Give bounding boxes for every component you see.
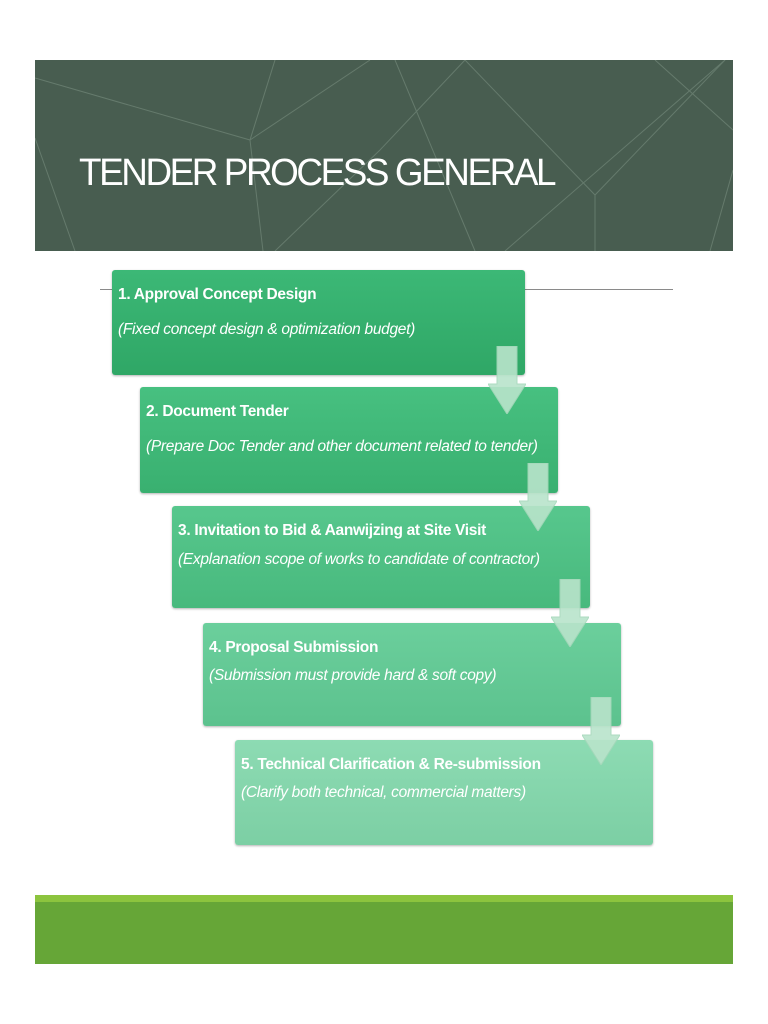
- footer-accent-stripe: [35, 895, 733, 902]
- process-step-approval-concept-design: 1. Approval Concept Design (Fixed concep…: [112, 270, 525, 375]
- process-step-document-tender: 2. Document Tender (Prepare Doc Tender a…: [140, 387, 558, 493]
- process-step-invitation-to-bid: 3. Invitation to Bid & Aanwijzing at Sit…: [172, 506, 590, 608]
- step-description: (Explanation scope of works to candidate…: [178, 551, 540, 568]
- header-pattern: [35, 60, 733, 251]
- down-arrow-icon: [551, 579, 589, 647]
- step-description: (Prepare Doc Tender and other document r…: [146, 438, 538, 455]
- step-description: (Submission must provide hard & soft cop…: [209, 667, 497, 684]
- slide-header: TENDER PROCESS GENERAL: [35, 60, 733, 251]
- step-description: (Fixed concept design & optimization bud…: [118, 321, 415, 338]
- process-step-proposal-submission: 4. Proposal Submission (Submission must …: [203, 623, 621, 726]
- process-step-technical-clarification: 5. Technical Clarification & Re-submissi…: [235, 740, 653, 845]
- step-title: 1. Approval Concept Design: [118, 286, 317, 303]
- down-arrow-icon: [488, 346, 526, 414]
- down-arrow-icon: [519, 463, 557, 531]
- slide-title: TENDER PROCESS GENERAL: [79, 152, 557, 194]
- step-title: 3. Invitation to Bid & Aanwijzing at Sit…: [178, 522, 486, 539]
- down-arrow-icon: [582, 697, 620, 765]
- step-title: 5. Technical Clarification & Re-submissi…: [241, 756, 541, 773]
- step-title: 4. Proposal Submission: [209, 639, 379, 656]
- footer-band: [35, 895, 733, 964]
- step-title: 2. Document Tender: [146, 403, 289, 420]
- step-description: (Clarify both technical, commercial matt…: [241, 784, 526, 801]
